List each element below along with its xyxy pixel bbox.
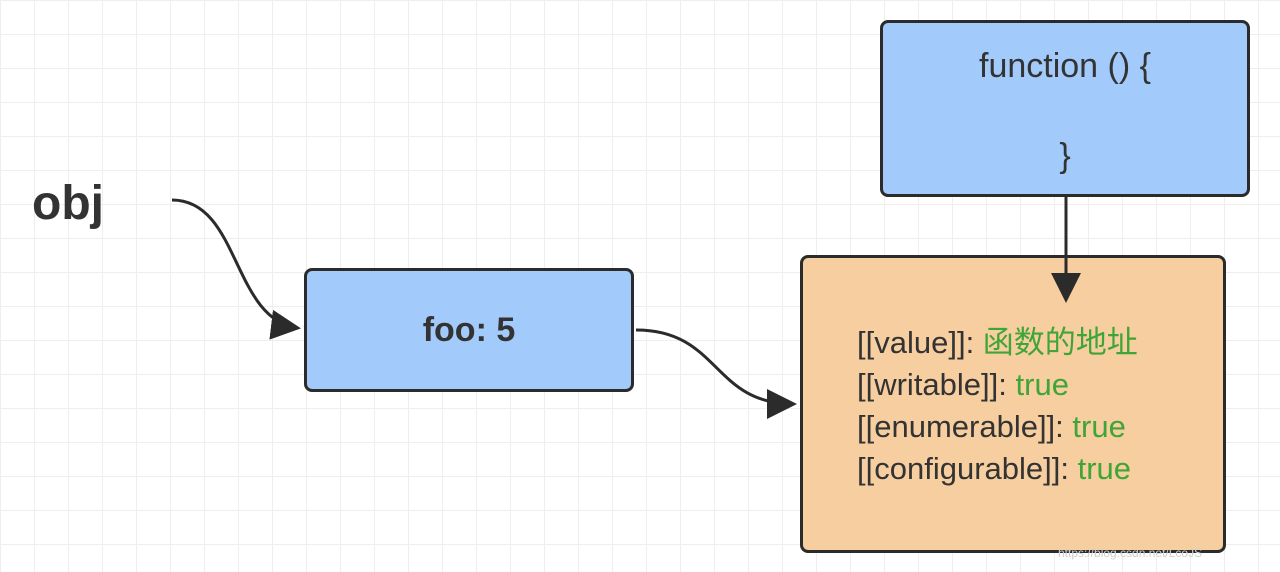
obj-to-property-arrow [171,198,301,340]
function-open-line: function () { [979,47,1151,85]
descriptor-key: [[writable]] [857,367,999,402]
descriptor-row-value: [[value]]: 函数的地址 [857,322,1138,364]
descriptor-sep: : [1060,451,1078,486]
property-to-descriptor-arrow [635,328,797,419]
descriptor-value: 函数的地址 [982,325,1138,360]
descriptor-row-enumerable: [[enumerable]]: true [857,406,1138,448]
descriptor-key: [[configurable]] [857,451,1061,486]
property-box: foo: 5 [304,268,634,392]
obj-label: obj [32,177,104,230]
descriptor-value: true [1077,451,1132,486]
descriptor-box: [[value]]: 函数的地址 [[writable]]: true [[en… [800,255,1226,553]
descriptor-sep: : [998,367,1016,402]
watermark: https://blog.csdn.net/LcoJS [1058,546,1203,560]
descriptor-value: true [1015,367,1069,402]
descriptor-row-writable: [[writable]]: true [857,364,1138,406]
descriptor-value: true [1072,409,1126,444]
descriptor-sep: : [1055,409,1073,444]
function-close-line: } [1059,137,1071,175]
function-box: function () { } [880,20,1250,197]
descriptor-sep: : [965,325,983,360]
descriptor-list: [[value]]: 函数的地址 [[writable]]: true [[en… [857,322,1138,490]
descriptor-key: [[enumerable]] [857,409,1056,444]
descriptor-row-configurable: [[configurable]]: true [857,448,1138,490]
property-text: foo: 5 [422,310,516,349]
descriptor-key: [[value]] [857,325,966,360]
